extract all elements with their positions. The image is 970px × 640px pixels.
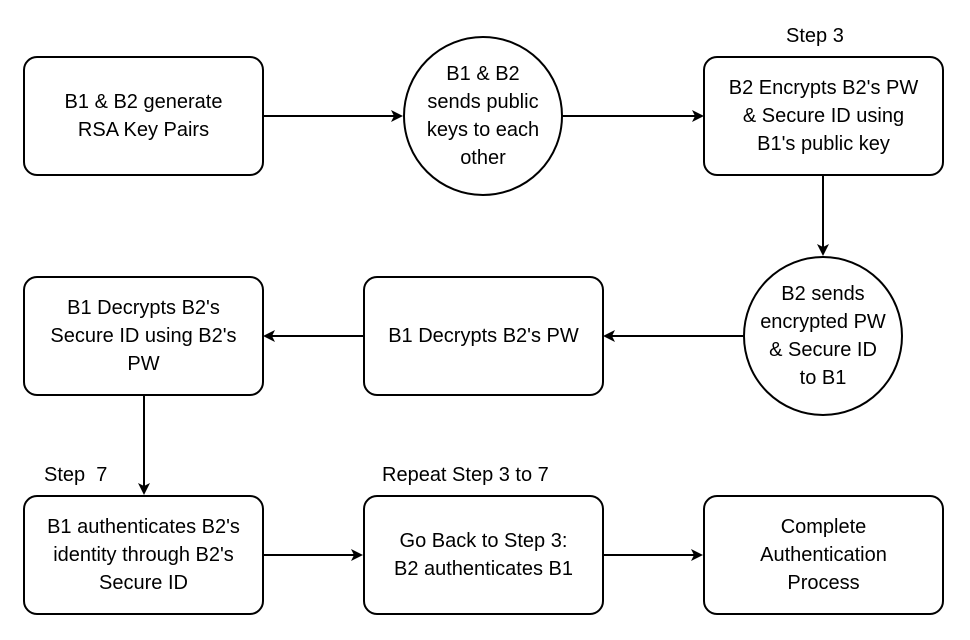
node-b1-decrypts-secure-id: B1 Decrypts B2's Secure ID using B2's PW	[23, 276, 264, 396]
label-repeat-step-3-to-7: Repeat Step 3 to 7	[382, 464, 549, 486]
node-send-public-keys: B1 & B2 sends public keys to each other	[403, 36, 563, 196]
node-b2-encrypts-pw-secure-id: B2 Encrypts B2's PW & Secure ID using B1…	[703, 56, 944, 176]
node-generate-rsa-key-pairs: B1 & B2 generate RSA Key Pairs	[23, 56, 264, 176]
node-go-back-to-step-3: Go Back to Step 3: B2 authenticates B1	[363, 495, 604, 615]
node-b2-sends-encrypted-data: B2 sends encrypted PW & Secure ID to B1	[743, 256, 903, 416]
node-b1-decrypts-pw: B1 Decrypts B2's PW	[363, 276, 604, 396]
label-step-3: Step 3	[786, 25, 844, 47]
node-b1-authenticates-b2: B1 authenticates B2's identity through B…	[23, 495, 264, 615]
label-step-7: Step 7	[44, 464, 108, 486]
node-complete-authentication: Complete Authentication Process	[703, 495, 944, 615]
